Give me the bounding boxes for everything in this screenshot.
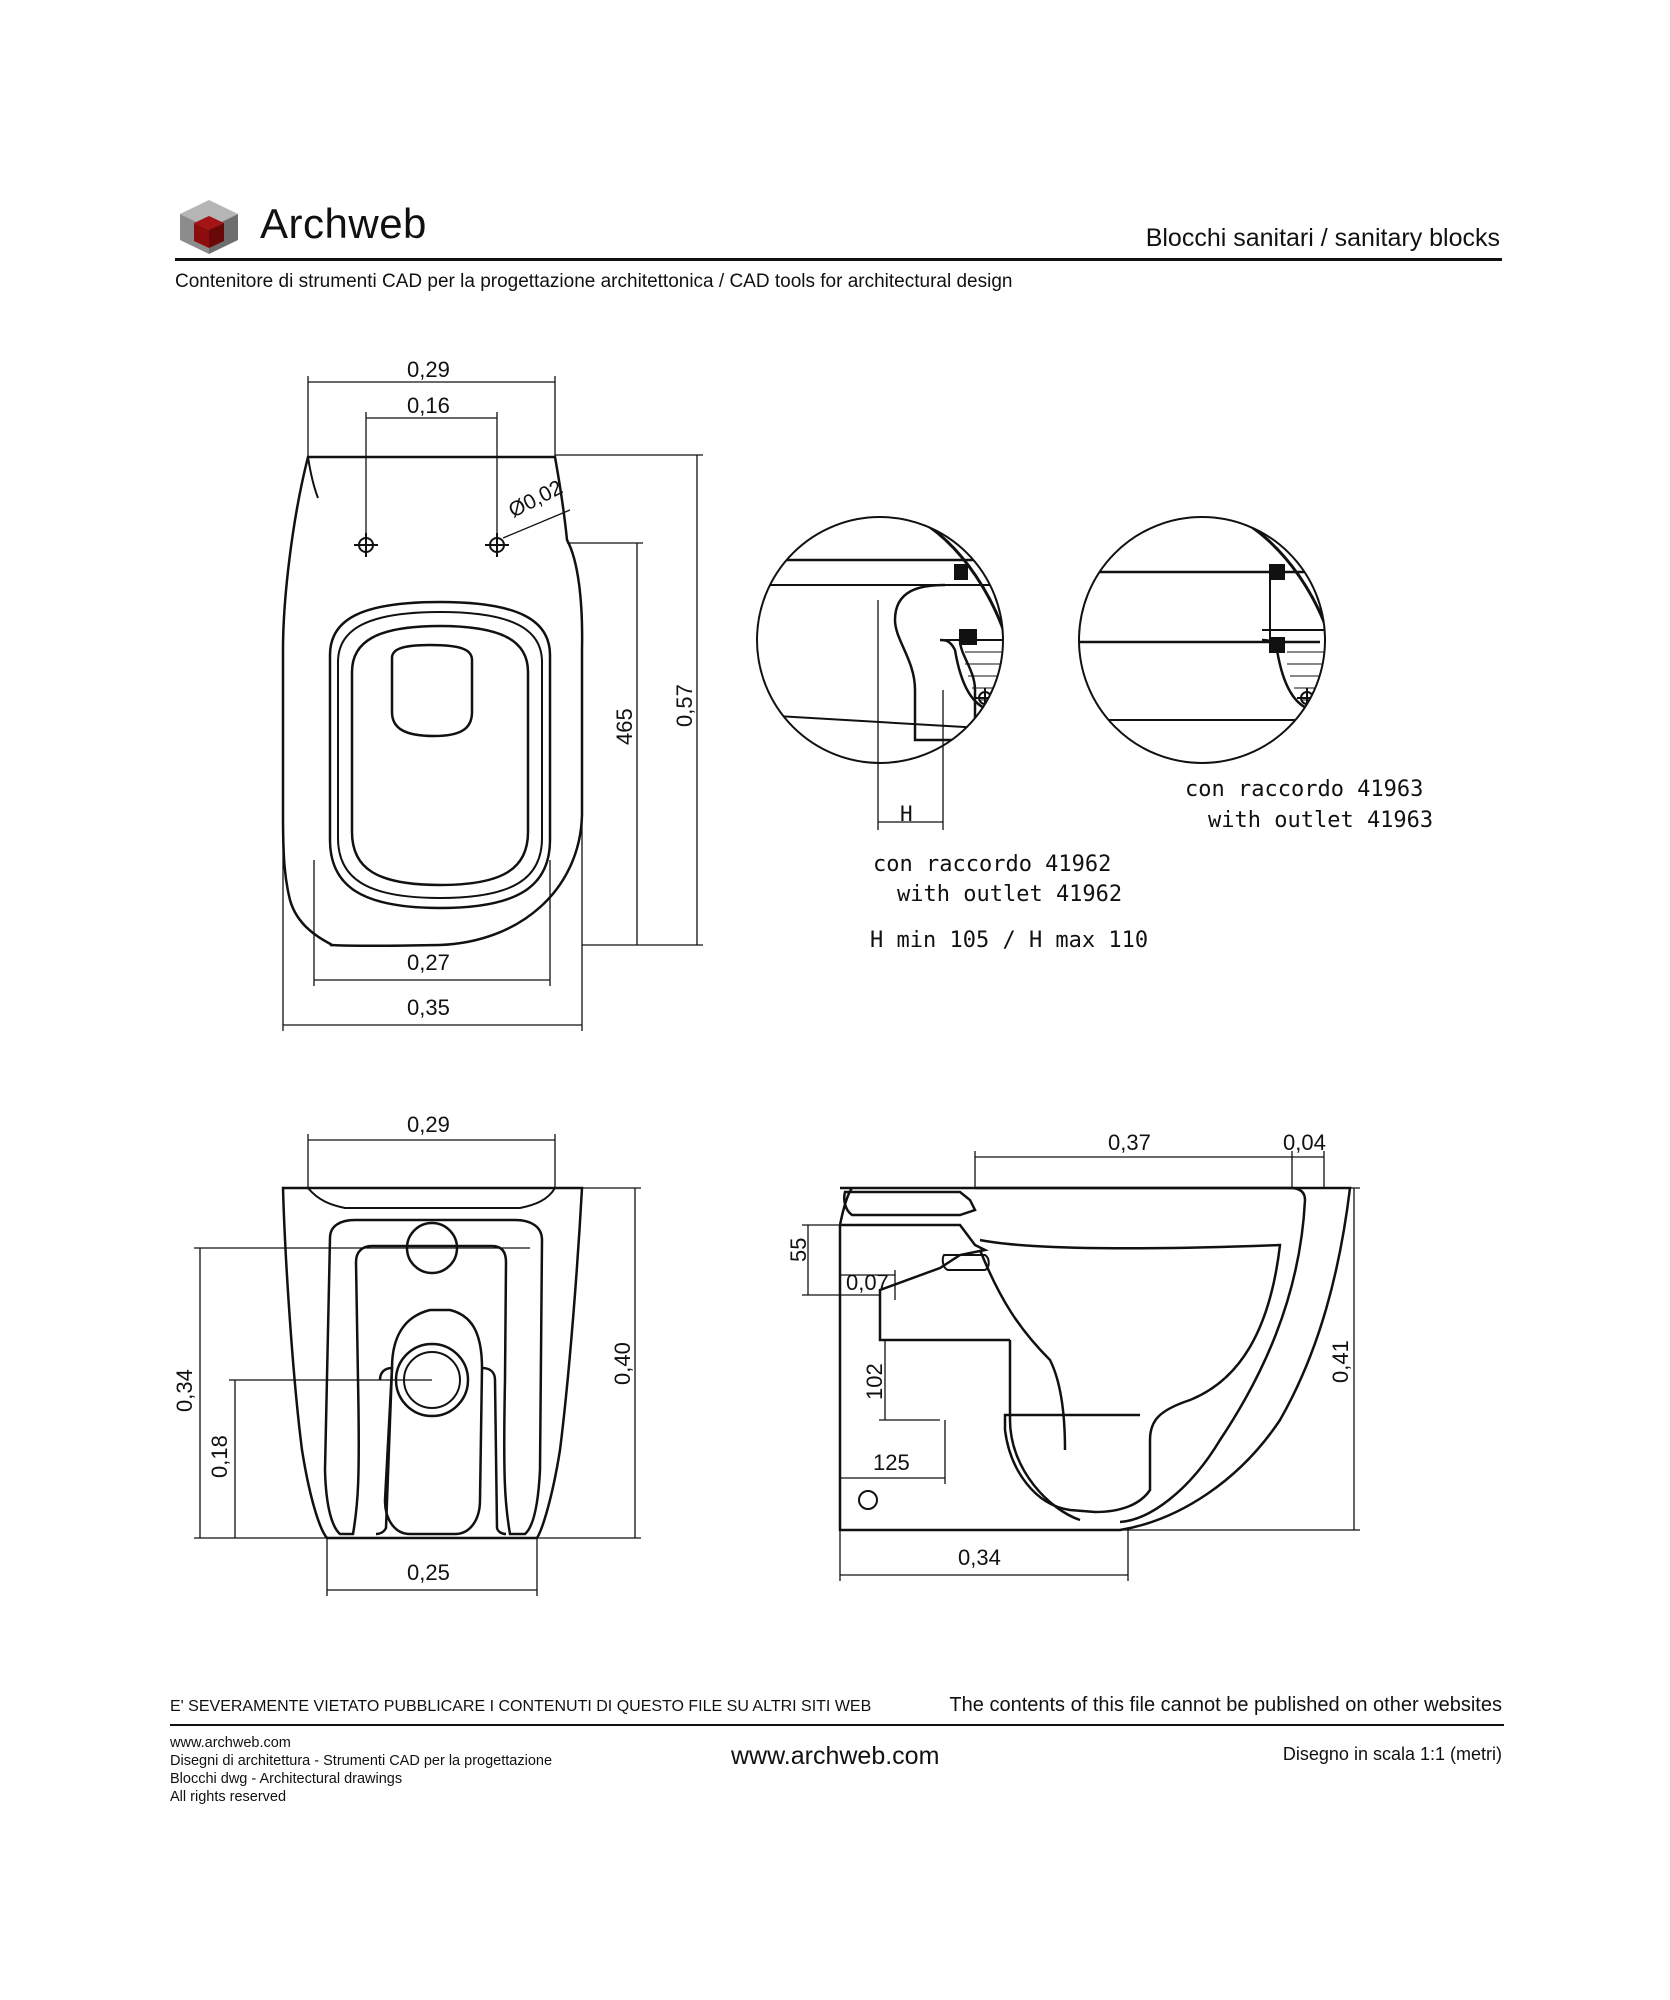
side-dim-length: 0,37 bbox=[1108, 1130, 1151, 1155]
side-outlet-step bbox=[840, 1223, 1010, 1342]
plan-dim-bowl-width: 0,27 bbox=[407, 950, 450, 975]
detail-b-caption-en: with outlet 41963 bbox=[1208, 808, 1434, 833]
footer-scale: Disegno in scala 1:1 (metri) bbox=[1282, 1744, 1502, 1764]
footer-rule bbox=[170, 1724, 1504, 1726]
rear-view bbox=[194, 1134, 641, 1596]
rear-dim-height-upper-outlet: 0,34 bbox=[172, 1369, 197, 1412]
side-dim-overhang: 0,04 bbox=[1283, 1130, 1326, 1155]
side-dim-125: 125 bbox=[873, 1450, 910, 1475]
side-dim-55: 55 bbox=[786, 1237, 811, 1262]
plan-seat-mid bbox=[337, 610, 543, 900]
plan-tank-edge bbox=[307, 456, 319, 499]
detail-a-h-range: H min 105 / H max 110 bbox=[870, 928, 1149, 953]
rear-dim-height-total: 0,40 bbox=[610, 1342, 635, 1385]
side-outline bbox=[838, 1186, 1352, 1532]
footer-url[interactable]: www.archweb.com bbox=[731, 1742, 940, 1770]
side-trap bbox=[978, 1249, 1081, 1522]
plan-dimension-lines bbox=[282, 376, 703, 1031]
plan-view bbox=[281, 376, 703, 1031]
rear-channel bbox=[375, 1366, 507, 1536]
section-title: Blocchi sanitari / sanitary blocks bbox=[1145, 224, 1500, 252]
rear-trap bbox=[383, 1308, 484, 1536]
detail-a-h-label: H bbox=[900, 802, 913, 826]
detail-a-caption-it: con raccordo 41962 bbox=[873, 852, 1112, 877]
plan-dim-width-total: 0,35 bbox=[407, 995, 450, 1020]
side-view bbox=[802, 1151, 1360, 1581]
header: Archweb Blocchi sanitari / sanitary bloc… bbox=[0, 0, 1670, 300]
detail-a-caption-en: with outlet 41962 bbox=[897, 882, 1123, 907]
plan-dim-holes: 0,16 bbox=[407, 393, 450, 418]
side-dim-102: 102 bbox=[862, 1363, 887, 1400]
footer: E' SEVERAMENTE VIETATO PUBBLICARE I CONT… bbox=[0, 1680, 1670, 2000]
plan-outline bbox=[281, 455, 584, 947]
footer-line-1: www.archweb.com bbox=[170, 1735, 291, 1751]
detail-outlet-41962 bbox=[756, 516, 1004, 830]
plan-dim-depth-total: 0,57 bbox=[672, 684, 697, 727]
rear-dim-height-lower-outlet: 0,18 bbox=[207, 1435, 232, 1478]
plan-seat-inner bbox=[350, 624, 530, 887]
plan-seat-outer bbox=[328, 600, 552, 910]
rear-dim-width-top: 0,29 bbox=[407, 1112, 450, 1137]
footer-warning-it: E' SEVERAMENTE VIETATO PUBBLICARE I CONT… bbox=[170, 1698, 872, 1715]
logo-text: Archweb bbox=[260, 200, 427, 247]
detail-b-circle bbox=[1078, 516, 1326, 764]
side-rim bbox=[843, 1190, 977, 1217]
side-dim-007: 0,07 bbox=[846, 1270, 889, 1295]
rear-inner-rim bbox=[307, 1187, 556, 1209]
side-dimension-lines bbox=[802, 1151, 1360, 1581]
header-subtitle: Contenitore di strumenti CAD per la prog… bbox=[175, 271, 1013, 292]
plan-dim-width-top: 0,29 bbox=[407, 357, 450, 382]
side-rim-channel bbox=[941, 1254, 990, 1271]
footer-line-4: All rights reserved bbox=[170, 1789, 287, 1805]
rear-dim-base-width: 0,25 bbox=[407, 1560, 450, 1585]
plan-dim-depth-inner: 465 bbox=[612, 708, 637, 745]
archweb-logo-icon bbox=[180, 200, 238, 254]
footer-line-2: Disegni di architettura - Strumenti CAD … bbox=[170, 1753, 553, 1769]
rear-dimension-lines bbox=[194, 1134, 641, 1596]
footer-line-3: Blocchi dwg - Architectural drawings bbox=[170, 1771, 403, 1787]
side-fixing-hole bbox=[858, 1490, 878, 1510]
rear-inner-wall bbox=[323, 1218, 544, 1536]
detail-b-caption-it: con raccordo 41963 bbox=[1185, 777, 1424, 802]
plan-bowl-opening bbox=[390, 643, 474, 738]
footer-warning-en: The contents of this file cannot be publ… bbox=[949, 1694, 1502, 1716]
header-rule bbox=[175, 258, 1502, 261]
footer-info: www.archweb.com Disegni di architettura … bbox=[170, 1734, 552, 1806]
detail-a-dimension bbox=[877, 600, 944, 830]
detail-outlet-41963 bbox=[1078, 516, 1326, 764]
side-bowl bbox=[975, 1186, 1307, 1524]
side-dim-base-length: 0,34 bbox=[958, 1545, 1001, 1570]
side-dim-height: 0,41 bbox=[1328, 1340, 1353, 1383]
